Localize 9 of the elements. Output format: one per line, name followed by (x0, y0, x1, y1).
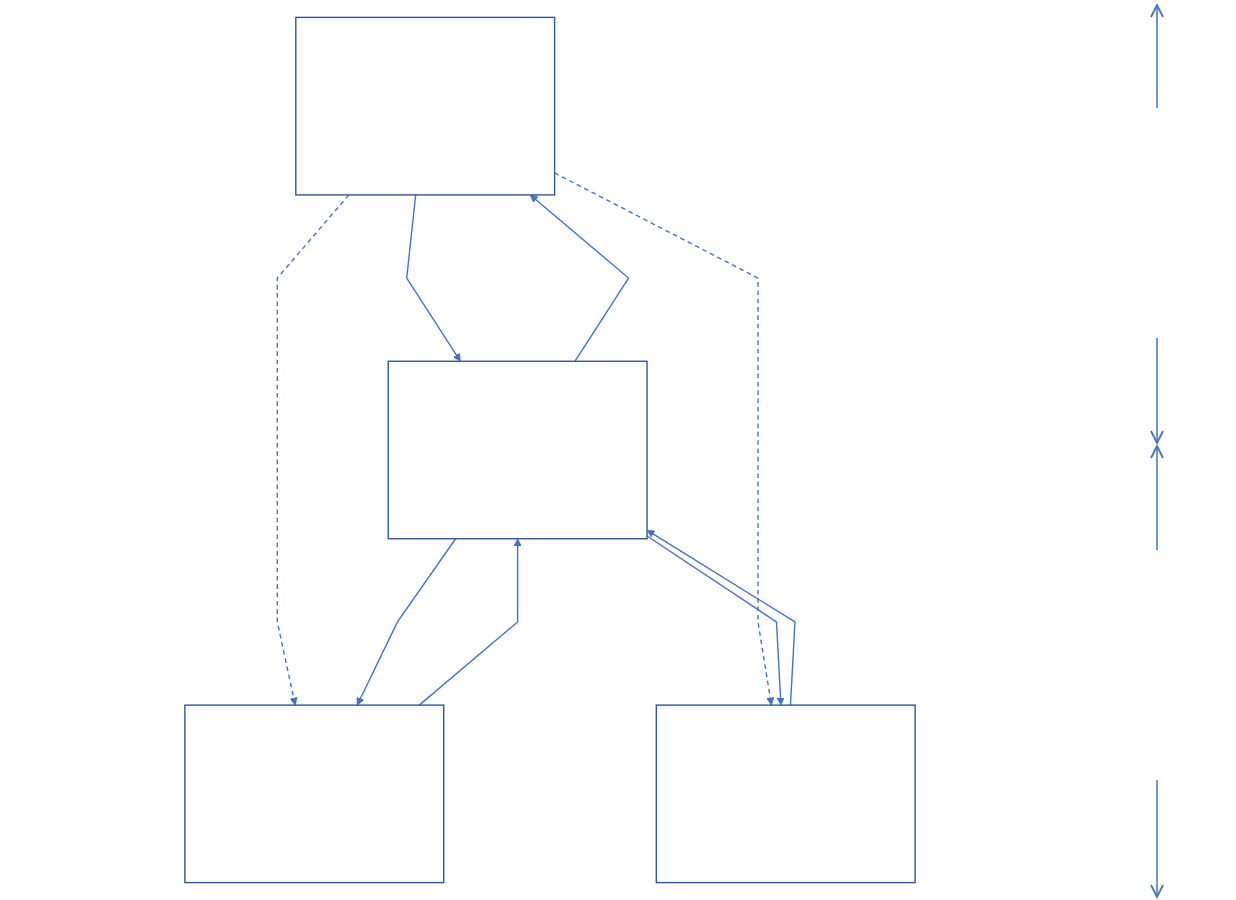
arrow (406, 194, 461, 362)
arrow (356, 538, 457, 706)
arrow (418, 538, 522, 706)
node-box (655, 704, 916, 884)
arrow (276, 194, 350, 706)
node-box (184, 704, 445, 884)
node-box (295, 16, 556, 196)
arrow (529, 194, 630, 362)
node-box (387, 360, 648, 540)
